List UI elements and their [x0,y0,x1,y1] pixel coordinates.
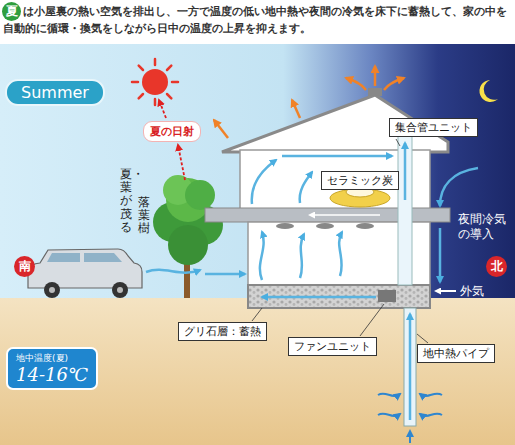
part-name: 地中熱パイプ [423,346,489,361]
airflow-arrow [282,155,392,158]
part-label-box: 集合管ユニット [389,118,478,137]
sun-disc [142,69,168,95]
hot-air-arrow [346,78,366,90]
leader-line [252,308,262,321]
airflow-arrow [440,168,478,206]
airflow-arrow [260,232,264,280]
season-tag: Summer [5,79,105,106]
ground-heat-arrow [378,414,400,416]
moon [479,80,498,102]
part-label-box: セラミック炭 [321,171,399,190]
slab-air-arrow [310,214,380,216]
leader-line [360,304,384,336]
temp-value: 14-16℃ [16,364,88,386]
hot-air-arrow [374,66,377,86]
airflow-arrow [339,232,342,276]
ground-heat-arrow [420,394,442,396]
sun-ray [154,99,157,105]
sky [0,44,515,298]
airflow-arrow [404,143,407,200]
season-mark: 夏 [6,3,18,20]
roof-vent [368,88,382,96]
ceiling-fan [356,223,374,229]
night-air-label: 夜間冷気の導入 [458,212,510,242]
part-name: グリ石層：蓄熱 [184,324,261,339]
direction-badge: 北 [486,256,507,277]
part-label-box: グリ石層：蓄熱 [178,322,267,341]
airflow-arrow [262,296,376,299]
outside-air-arrow [436,290,456,292]
part-name: 集合管ユニット [395,120,472,135]
tree-foliage [185,180,215,210]
car-wheel [44,282,60,298]
house [205,88,450,426]
sun-ray [154,59,157,65]
direction-badge: 南 [14,256,35,277]
tree-foliage [168,225,208,265]
sun-ray [167,94,171,98]
ground [0,298,515,445]
tree-label: 落葉樹 [138,196,150,236]
intro-text: は小屋裏の熱い空気を排出し、一方で温度の低い地中熱や夜間の冷気を床下に蓄熱して、… [3,3,511,37]
tree-note: 夏・葉が茂る [120,168,132,234]
sun-ray [139,66,143,70]
part-label-box: ファンユニット [288,337,377,356]
car-window [84,253,122,262]
fan-unit [378,290,396,302]
car-hub [49,287,55,293]
sunlight-arrow [159,100,166,118]
sun-ray [139,94,143,98]
sun [132,59,178,105]
season-badge: 夏 [2,2,21,21]
leader-line [417,334,428,343]
sun-ray [132,81,138,84]
car-hub [117,287,123,293]
sun-ray [172,81,178,84]
outside-air-label: 外気 [460,283,484,300]
ground-pipe [404,308,416,426]
sun-ray [167,66,171,70]
direction-mark: 南 [19,258,31,275]
airflow-arrow [205,273,245,276]
airflow-arrow [439,228,442,282]
ground-heat-arrow [409,431,411,443]
hot-air-arrow [214,120,228,138]
leader-lines [252,139,428,343]
hot-air-arrow [384,78,404,90]
airflow-arrow [252,160,276,204]
airflow-arrow [300,172,312,203]
car-body [28,249,142,288]
ground-heat-arrow [420,414,442,416]
hot-air-arrow [292,100,300,118]
sunlight-arrow [178,145,185,180]
ground-heat-arrows [378,394,442,443]
leader-line [396,139,400,146]
part-label-box: 地中熱パイプ [417,344,495,363]
sunlight-tag: 夏の日射 [143,121,201,142]
airflow-arrow [146,270,200,273]
duct [398,132,412,285]
ground-temp-panel: 地中温度(夏)14-16℃ [6,347,98,390]
callout-text: 夏の日射 [150,124,194,139]
season-name: Summer [21,83,89,102]
ceiling-fan [316,223,334,229]
hot-air-arrows [214,66,404,138]
ceiling-fan [276,223,294,229]
car-window [47,253,80,262]
car [28,249,142,298]
deciduous-tree [153,175,223,298]
car-wheel [112,282,128,298]
part-name: セラミック炭 [327,173,393,188]
airflow-arrow [300,234,304,278]
temp-heading: 地中温度(夏) [16,352,88,364]
direction-mark: 北 [491,258,503,275]
part-name: ファンユニット [294,339,371,354]
floor-slab [205,208,450,222]
airflow-arrow [409,314,412,420]
ground-heat-arrow [378,394,400,396]
airflow-arrows [146,143,478,420]
gravel-layer [248,285,430,308]
